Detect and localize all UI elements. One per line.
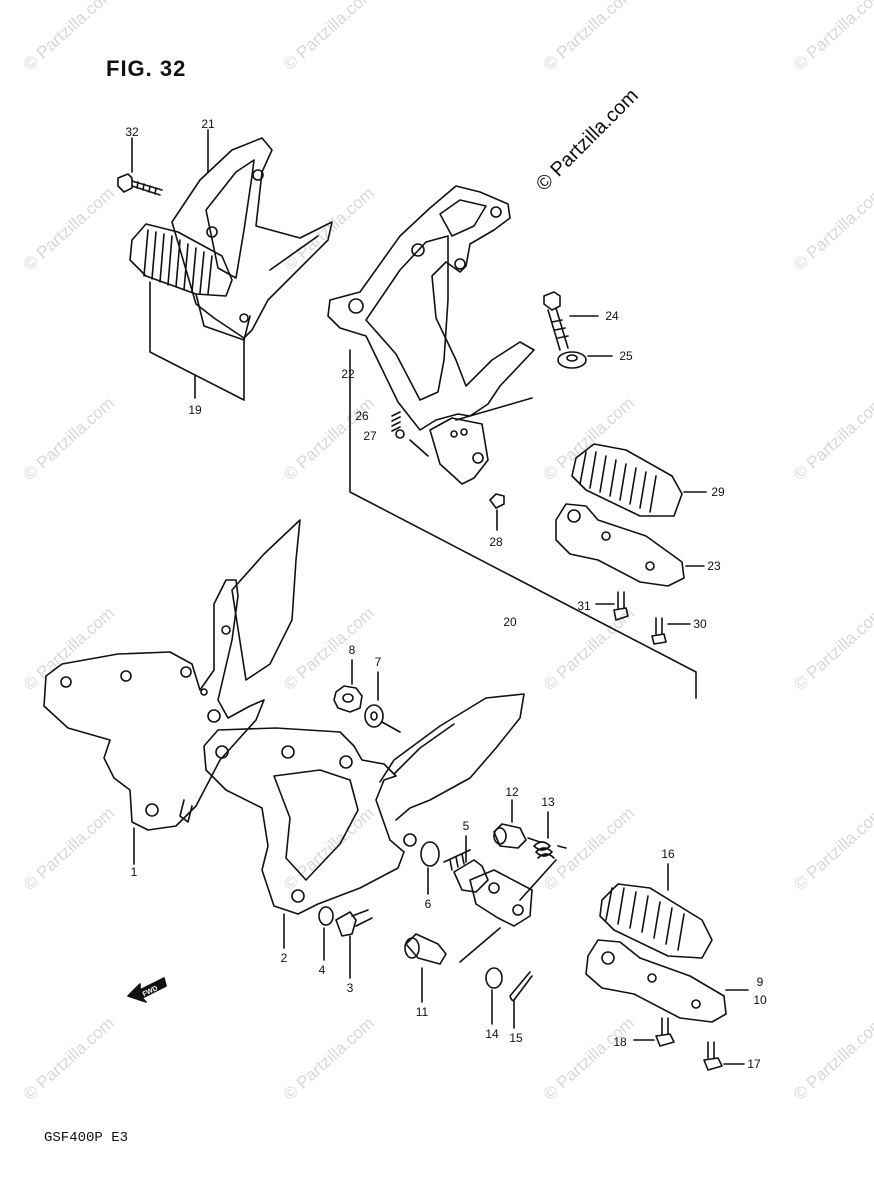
part-number-label: 29 <box>711 485 725 499</box>
pin-11 <box>404 933 447 965</box>
part-number-label: 18 <box>613 1035 627 1049</box>
part-number-label: 15 <box>509 1031 523 1045</box>
pivot-bracket <box>469 869 533 927</box>
part-number-label: 23 <box>707 559 721 573</box>
bracket-2 <box>203 693 525 915</box>
leader-19 <box>149 281 245 401</box>
part-number-label: 28 <box>489 535 503 549</box>
part-number-label: 27 <box>363 429 377 443</box>
bolt-24 <box>543 291 569 351</box>
footpeg-23 <box>555 503 685 587</box>
bolt-31 <box>613 591 629 621</box>
part-number-label: 32 <box>125 125 139 139</box>
part-number-label: 4 <box>319 963 326 977</box>
leader-pivot-lower <box>459 927 501 963</box>
clip-28 <box>489 493 505 509</box>
washer-7 <box>364 704 384 728</box>
main-bracket-1 <box>43 519 301 831</box>
part-number-label: 25 <box>619 349 633 363</box>
fwd-arrow-icon <box>127 977 167 1003</box>
washer-14 <box>485 967 503 989</box>
part-number-label: 2 <box>281 951 288 965</box>
part-number-label: 11 <box>416 1005 429 1019</box>
part-number-label: 20 <box>503 615 517 629</box>
part-number-label: 16 <box>661 847 675 861</box>
footpeg-rubber-29 <box>571 443 683 517</box>
part-number-label: 22 <box>341 367 355 381</box>
part-number-label: 6 <box>425 897 432 911</box>
part-number-label: 21 <box>201 117 215 131</box>
footpeg-9 <box>585 939 727 1023</box>
cotter-pin-15 <box>509 971 533 1002</box>
bolt-3 <box>335 909 373 937</box>
part-number-label: 31 <box>577 599 591 613</box>
part-number-label: 13 <box>541 795 555 809</box>
bolt-30 <box>651 617 667 645</box>
part-number-label: 24 <box>605 309 619 323</box>
washer-4 <box>318 906 334 926</box>
model-code: GSF400P E3 <box>44 1130 129 1146</box>
footrest-bracket-22 <box>327 185 535 485</box>
part-number-label: 8 <box>349 643 356 657</box>
leader-27 <box>409 439 429 457</box>
washer-6 <box>420 841 440 867</box>
nut-8 <box>333 685 363 713</box>
ball-27 <box>395 429 405 439</box>
part-number-label: 7 <box>375 655 382 669</box>
washer-25 <box>557 351 587 369</box>
spring-13 <box>527 837 567 859</box>
part-number-label: 26 <box>355 409 369 423</box>
part-number-label: 3 <box>347 981 354 995</box>
leader-7b <box>381 721 401 733</box>
leader-20 <box>349 349 697 699</box>
figure-title: FIG. 32 <box>106 56 187 81</box>
spring-26 <box>391 411 401 432</box>
rear-footrest-assembly-19 <box>117 137 333 341</box>
part-number-label: 19 <box>188 403 202 417</box>
leader-pivot <box>455 397 533 421</box>
bolt-17 <box>703 1041 723 1071</box>
part-number-label: 17 <box>747 1057 761 1071</box>
bushing-12 <box>493 823 527 849</box>
part-number-label: 14 <box>485 1027 499 1041</box>
bolt-18 <box>655 1017 675 1047</box>
part-number-label: 30 <box>693 617 707 631</box>
part-number-label: 9 <box>757 975 764 989</box>
part-number-label: 12 <box>505 785 519 799</box>
leader-13b <box>519 859 557 901</box>
part-number-label: 10 <box>753 993 767 1007</box>
part-number-label: 1 <box>131 865 138 879</box>
part-number-label: 5 <box>463 819 470 833</box>
footpeg-rubber-16 <box>599 883 713 959</box>
